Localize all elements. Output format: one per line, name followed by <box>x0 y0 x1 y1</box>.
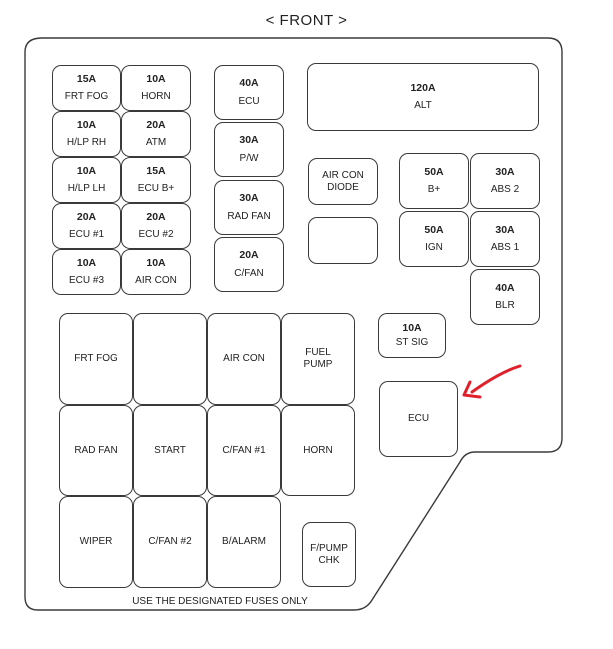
fuse-atm: 20A ATM <box>121 111 191 157</box>
fuse-amp: 20A <box>146 118 166 131</box>
fuse-b-plus: 50A B+ <box>399 153 469 209</box>
fuse-rad-fan: 30A RAD FAN <box>214 180 284 235</box>
fuse-name: B+ <box>427 184 441 196</box>
relay-label: START <box>154 444 186 456</box>
diode-label: AIR CON DIODE <box>322 169 364 193</box>
ecu-relay: ECU <box>379 381 458 457</box>
fuse-amp: 20A <box>76 210 97 223</box>
fuse-amp: 10A <box>76 256 97 269</box>
fuse-name: ECU #2 <box>138 229 174 241</box>
fuse-amp: 40A <box>495 281 515 294</box>
fuse-ecu-2: 20A ECU #2 <box>121 203 191 249</box>
relay-fuel-pump: FUEL PUMP <box>281 313 355 405</box>
fuse-pw: 30A P/W <box>214 122 284 177</box>
fuse-abs-1: 30A ABS 1 <box>470 211 540 267</box>
relay-start: START <box>133 405 207 496</box>
fuse-frt-fog: 15A FRT FOG <box>52 65 121 111</box>
fuse-amp: 10A <box>146 256 166 269</box>
fpump-chk-connector: F/PUMP CHK <box>302 522 356 587</box>
fuse-ecu-b-plus: 15A ECU B+ <box>121 157 191 203</box>
fuse-name: H/LP RH <box>66 137 107 149</box>
fuse-amp: 20A <box>146 210 166 223</box>
fuse-name: C/FAN <box>234 267 264 279</box>
fuse-amp: 30A <box>239 134 259 147</box>
relay-b-alarm: B/ALARM <box>207 496 281 588</box>
fuse-name: ST SIG <box>395 336 429 348</box>
fuse-ecu-3: 10A ECU #3 <box>52 249 121 295</box>
fuse-blr: 40A BLR <box>470 269 540 325</box>
relay-label: RAD FAN <box>74 444 118 456</box>
fuse-horn: 10A HORN <box>121 65 191 111</box>
fuse-amp: 50A <box>424 223 444 236</box>
relay-c-fan-1: C/FAN #1 <box>207 405 281 496</box>
relay-label: HORN <box>303 444 333 456</box>
front-label: < FRONT > <box>265 12 348 29</box>
relay-label: C/FAN #1 <box>222 444 266 456</box>
fuse-name: ABS 1 <box>490 242 520 254</box>
fuse-name: ECU #1 <box>68 229 104 241</box>
fuse-amp: 10A <box>76 164 97 177</box>
fuse-amp: 10A <box>76 118 97 131</box>
fuse-name: ATM <box>145 137 167 149</box>
fuse-ecu-1: 20A ECU #1 <box>52 203 121 249</box>
fuse-name: ECU B+ <box>137 183 175 195</box>
fuse-name: BLR <box>495 300 515 312</box>
relay-label: ECU <box>407 413 430 424</box>
fuse-amp: 120A <box>410 81 436 94</box>
fuse-amp: 30A <box>495 223 515 236</box>
fuse-name: ALT <box>414 100 432 112</box>
relay-rad-fan: RAD FAN <box>59 405 133 496</box>
relay-label: B/ALARM <box>222 536 266 547</box>
fuse-name: FRT FOG <box>64 91 109 103</box>
relay-wiper: WIPER <box>59 496 133 588</box>
fuse-amp: 20A <box>239 249 259 262</box>
fuse-amp: 30A <box>239 192 259 205</box>
relay-label: AIR CON <box>223 353 265 364</box>
fuse-name: ECU #3 <box>68 275 104 287</box>
fuse-abs-2: 30A ABS 2 <box>470 153 540 209</box>
fuse-amp: 10A <box>146 72 166 85</box>
fuse-name: HORN <box>141 91 171 103</box>
fuse-name: ABS 2 <box>490 184 520 196</box>
fuse-amp: 15A <box>146 164 166 177</box>
fuse-hlp-lh: 10A H/LP LH <box>52 157 121 203</box>
fuse-air-con: 10A AIR CON <box>121 249 191 295</box>
connector-label: F/PUMP CHK <box>310 542 348 566</box>
fuse-amp: 50A <box>424 165 444 178</box>
air-con-diode: AIR CON DIODE <box>308 158 378 205</box>
fuse-amp: 10A <box>402 322 422 335</box>
relay-label: FUEL PUMP <box>303 347 333 370</box>
relay-label: WIPER <box>79 536 113 547</box>
fuse-name: H/LP LH <box>67 183 106 195</box>
fuse-amp: 15A <box>76 72 97 85</box>
relay-label: C/FAN #2 <box>148 536 192 547</box>
fuse-name: IGN <box>425 242 443 254</box>
blank-slot <box>308 217 378 264</box>
fuse-c-fan: 20A C/FAN <box>214 237 284 292</box>
fuse-amp: 40A <box>239 77 259 90</box>
footer-note: USE THE DESIGNATED FUSES ONLY <box>132 596 308 607</box>
relay-horn: HORN <box>281 405 355 496</box>
fuse-name: ECU <box>238 95 260 107</box>
relay-c-fan-2: C/FAN #2 <box>133 496 207 588</box>
fuse-ign: 50A IGN <box>399 211 469 267</box>
relay-label: FRT FOG <box>74 353 118 364</box>
fuse-name: RAD FAN <box>227 210 271 222</box>
fuse-hlp-rh: 10A H/LP RH <box>52 111 121 157</box>
relay-frt-fog: FRT FOG <box>59 313 133 405</box>
fuse-name: AIR CON <box>135 275 177 287</box>
fuse-amp: 30A <box>495 165 515 178</box>
fuse-ecu-40a: 40A ECU <box>214 65 284 120</box>
relay-air-con: AIR CON <box>207 313 281 405</box>
fuse-name: P/W <box>239 152 259 164</box>
fuse-alt: 120A ALT <box>307 63 539 131</box>
relay-empty <box>133 313 207 405</box>
